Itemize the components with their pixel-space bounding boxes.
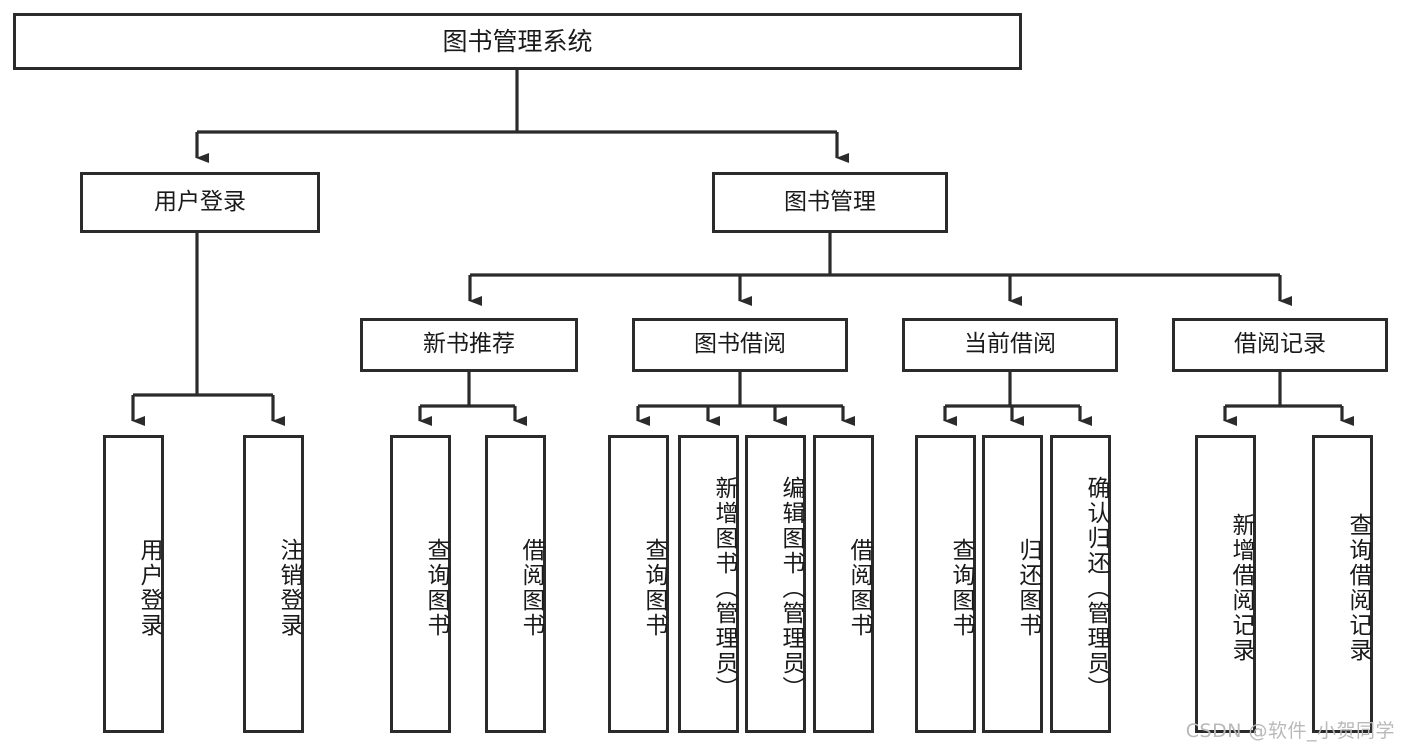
leaf-confirm-return-label: 确认归还（管理员）	[1083, 475, 1109, 701]
node-book-manage[interactable]: 图书管理	[712, 172, 948, 233]
leaf-return-book-label: 归还图书	[1015, 538, 1041, 638]
node-user-login[interactable]: 用户登录	[80, 172, 320, 233]
node-book-borrow[interactable]: 图书借阅	[632, 318, 848, 372]
node-new-book-recommend-label: 新书推荐	[423, 331, 515, 358]
leaf-borrow-book-1-label: 借阅图书	[518, 538, 544, 638]
leaf-borrow-book-2-label: 借阅图书	[846, 538, 872, 638]
leaf-query-book-2-label: 查询图书	[641, 538, 667, 638]
node-current-borrow[interactable]: 当前借阅	[902, 318, 1118, 372]
leaf-add-record-label: 新增借阅记录	[1228, 513, 1254, 663]
node-new-book-recommend[interactable]: 新书推荐	[360, 318, 578, 372]
leaf-logout-label: 注销登录	[276, 538, 302, 638]
leaf-logout[interactable]: 注销登录	[243, 435, 304, 733]
leaf-add-record[interactable]: 新增借阅记录	[1195, 435, 1256, 733]
leaf-user-login[interactable]: 用户登录	[103, 435, 164, 733]
leaf-query-record-label: 查询借阅记录	[1345, 513, 1371, 663]
leaf-confirm-return[interactable]: 确认归还（管理员）	[1050, 435, 1111, 733]
leaf-return-book[interactable]: 归还图书	[982, 435, 1043, 733]
node-book-manage-label: 图书管理	[784, 188, 876, 215]
node-borrow-record-label: 借阅记录	[1234, 331, 1326, 358]
leaf-query-book-1[interactable]: 查询图书	[390, 435, 451, 733]
csdn-watermark: CSDN @软件_小贺同学	[1185, 720, 1395, 742]
leaf-edit-book-label: 编辑图书（管理员）	[778, 475, 804, 701]
leaf-query-book-3[interactable]: 查询图书	[915, 435, 976, 733]
leaf-borrow-book-2[interactable]: 借阅图书	[813, 435, 874, 733]
node-user-login-label: 用户登录	[154, 188, 246, 215]
node-current-borrow-label: 当前借阅	[964, 331, 1056, 358]
leaf-query-book-3-label: 查询图书	[948, 538, 974, 638]
leaf-add-book[interactable]: 新增图书（管理员）	[678, 435, 739, 733]
leaf-user-login-label: 用户登录	[136, 538, 162, 638]
leaf-add-book-label: 新增图书（管理员）	[711, 475, 737, 701]
node-root-label: 图书管理系统	[442, 26, 593, 56]
leaf-borrow-book-1[interactable]: 借阅图书	[485, 435, 546, 733]
node-root[interactable]: 图书管理系统	[13, 13, 1022, 70]
leaf-query-book-2[interactable]: 查询图书	[608, 435, 669, 733]
leaf-query-record[interactable]: 查询借阅记录	[1312, 435, 1373, 733]
node-borrow-record[interactable]: 借阅记录	[1172, 318, 1388, 372]
node-book-borrow-label: 图书借阅	[694, 331, 786, 358]
leaf-edit-book[interactable]: 编辑图书（管理员）	[745, 435, 806, 733]
leaf-query-book-1-label: 查询图书	[423, 538, 449, 638]
